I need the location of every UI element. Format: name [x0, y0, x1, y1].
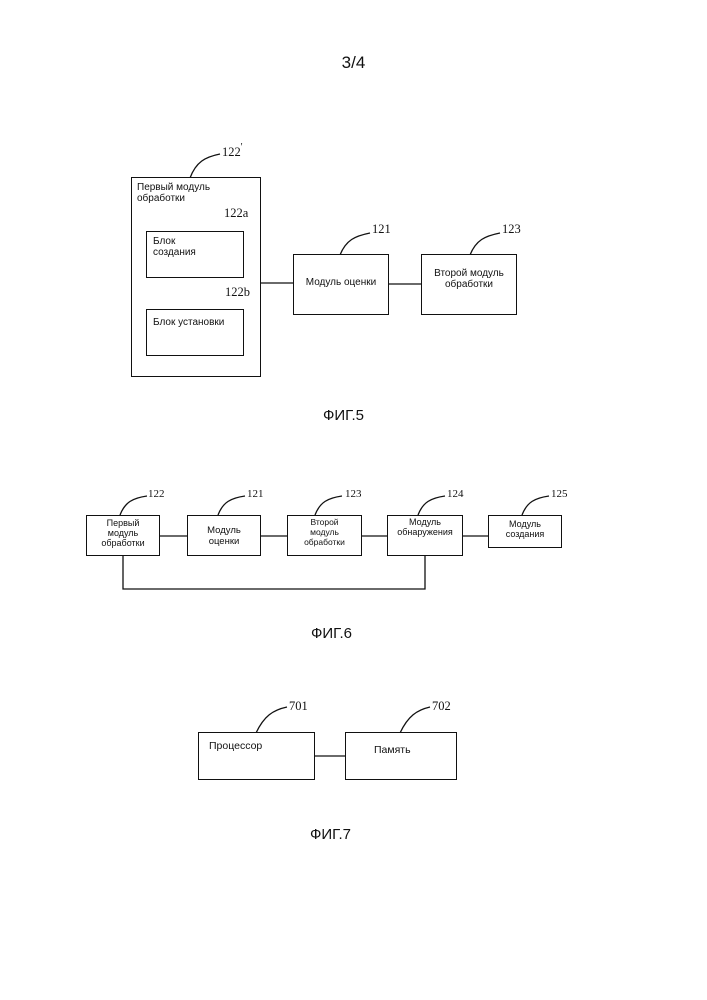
setting-block-label: Блок установки [153, 317, 243, 328]
leader-f6-121 [218, 496, 245, 515]
ref-701: 701 [289, 699, 308, 714]
leader-121 [340, 233, 370, 255]
figure-7-caption: ФИГ.7 [310, 826, 351, 843]
ref-f6-121: 121 [247, 488, 264, 500]
creation-block-label: Блок создания [153, 236, 241, 258]
ref-123: 123 [502, 222, 521, 237]
leader-123 [470, 233, 500, 255]
figure-6-caption: ФИГ.6 [311, 625, 352, 642]
ref-121: 121 [372, 222, 391, 237]
processor-label: Процессор [209, 741, 262, 752]
connector-f6-loop [123, 555, 425, 589]
f6-creation-module-label: Модуль создания [488, 519, 562, 539]
memory-box [345, 732, 457, 780]
f6-evaluation-module-label: Модуль оценки [187, 525, 261, 547]
ref-122b: 122b [225, 285, 250, 300]
first-processing-module-label: Первый модуль обработки [137, 182, 257, 204]
f6-first-processing-module-label: Первый модуль обработки [86, 518, 160, 548]
ref-f6-125: 125 [551, 488, 568, 500]
figure-5-caption: ФИГ.5 [323, 407, 364, 424]
ref-f6-123: 123 [345, 488, 362, 500]
leader-702 [400, 707, 430, 733]
leader-f6-124 [418, 496, 445, 515]
f6-detection-module-label: Модуль обнаружения [387, 517, 463, 537]
leader-f6-125 [522, 496, 549, 515]
ref-122-prime: 122' [222, 145, 243, 160]
second-processing-module-label: Второй модуль обработки [421, 268, 517, 290]
ref-f6-124: 124 [447, 488, 464, 500]
ref-f6-122: 122 [148, 488, 165, 500]
evaluation-module-label: Модуль оценки [293, 277, 389, 288]
ref-122a: 122a [224, 206, 248, 221]
leader-122 [190, 154, 220, 178]
ref-702: 702 [432, 699, 451, 714]
f6-second-processing-module-label: Второй модуль обработки [287, 517, 362, 547]
leader-f6-123 [315, 496, 342, 515]
leader-701 [256, 707, 287, 733]
memory-label: Память [374, 745, 411, 756]
leader-f6-122 [120, 496, 147, 515]
